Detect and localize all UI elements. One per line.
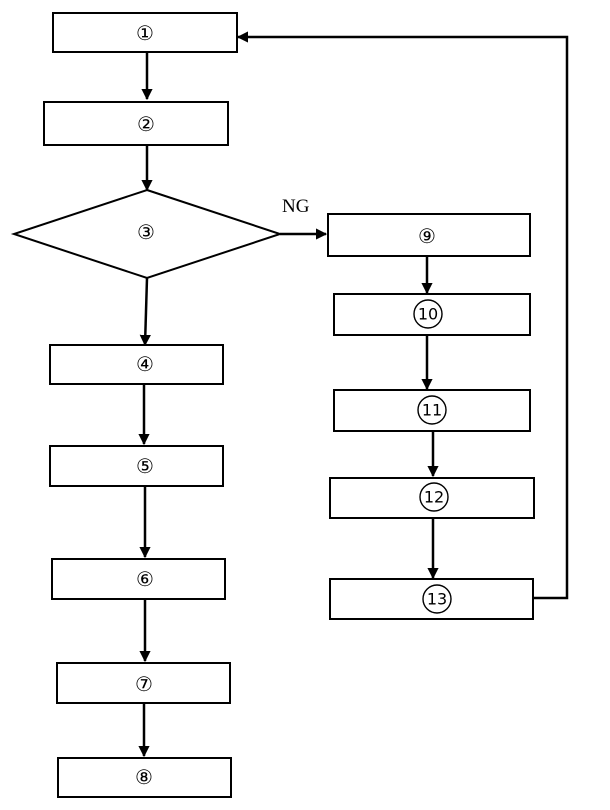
node-5: ⑤ <box>49 445 224 487</box>
node-5-label: ⑤ <box>136 454 154 478</box>
node-7-label: ⑦ <box>135 672 153 696</box>
node-9: ⑨ <box>327 213 531 257</box>
node-11-ring <box>417 395 447 425</box>
node-8: ⑧ <box>57 757 232 798</box>
node-10-ring <box>413 299 443 329</box>
node-9-label: ⑨ <box>418 224 436 248</box>
node-11: 11 <box>333 389 531 432</box>
node-10: 10 <box>333 293 531 336</box>
node-8-box <box>57 757 232 798</box>
edge-label-ng: NG <box>282 196 310 217</box>
node-1-label: ① <box>136 21 154 45</box>
node-4-box <box>49 344 224 385</box>
node-6-box <box>51 558 226 600</box>
node-6-label: ⑥ <box>136 567 154 591</box>
node-9-box <box>327 213 531 257</box>
node-12: 12 <box>329 477 535 519</box>
edges <box>138 31 569 758</box>
node-2-label: ② <box>137 112 155 136</box>
node-7: ⑦ <box>56 662 231 704</box>
node-13: 13 <box>329 578 534 620</box>
node-4-label: ④ <box>136 352 154 376</box>
node-12-label: 12 <box>424 488 444 507</box>
node-2: ② <box>43 101 229 146</box>
node-10-label: 10 <box>418 305 438 324</box>
node-3: ③ <box>10 188 284 280</box>
node-12-ring <box>419 482 449 512</box>
node-1: ① <box>52 12 238 53</box>
edge-3-4 <box>139 277 151 347</box>
node-2-box <box>43 101 229 146</box>
node-13-label: 13 <box>427 590 447 609</box>
node-1-box <box>52 12 238 53</box>
node-3-label: ③ <box>137 220 155 244</box>
node-7-box <box>56 662 231 704</box>
node-5-box <box>49 445 224 487</box>
node-11-label: 11 <box>422 401 442 420</box>
edge-13-1 <box>236 31 569 600</box>
node-6: ⑥ <box>51 558 226 600</box>
node-13-ring <box>422 584 452 614</box>
node-4: ④ <box>49 344 224 385</box>
node-8-label: ⑧ <box>135 765 153 789</box>
node-3-diamond <box>10 188 284 280</box>
